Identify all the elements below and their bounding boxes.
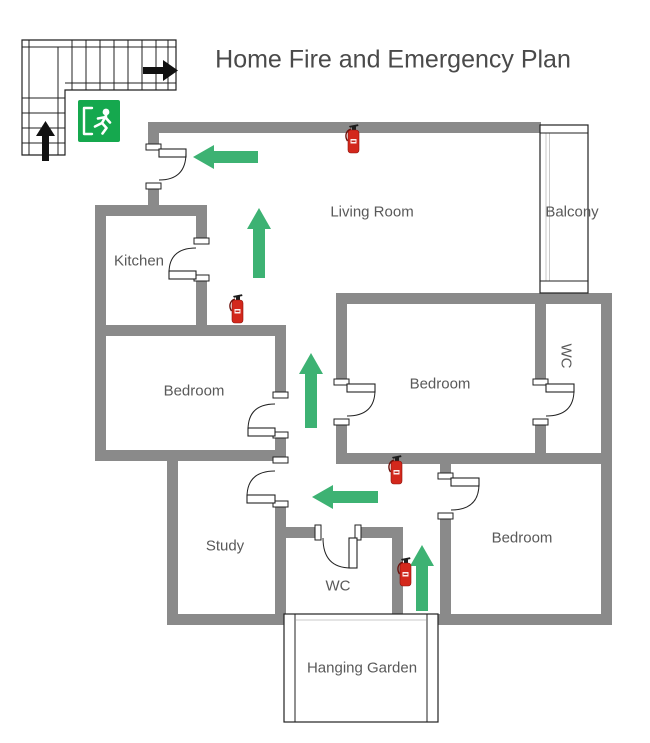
room-label-bedroom-middle: Bedroom bbox=[409, 375, 471, 393]
fire-extinguisher-icon-bedroom-wall bbox=[229, 294, 244, 324]
room-label-study: Study bbox=[205, 537, 245, 555]
room-label-kitchen: Kitchen bbox=[113, 252, 165, 270]
stairs-exit-right-arrow-icon bbox=[143, 60, 178, 81]
bedroom-right-door-icon bbox=[437, 472, 480, 520]
wc-lower-door-icon bbox=[314, 524, 362, 569]
staircase-icon bbox=[21, 39, 178, 161]
escape-route-arrow-left-entrance bbox=[193, 145, 258, 169]
escape-route-arrow-left-lower-hallway bbox=[312, 485, 378, 509]
study-door-icon bbox=[246, 456, 289, 508]
room-label-wc-upper: WC bbox=[557, 343, 575, 369]
fire-extinguisher-icon-wc bbox=[397, 557, 412, 587]
walls bbox=[95, 122, 612, 625]
kitchen-door-icon bbox=[168, 237, 210, 282]
room-label-wc-lower: WC bbox=[325, 577, 351, 595]
room-label-bedroom-right: Bedroom bbox=[491, 529, 553, 547]
hanging-garden-deck bbox=[283, 613, 439, 723]
fire-extinguisher-icon-hallway bbox=[388, 455, 403, 485]
escape-route-arrow-up-living-room bbox=[247, 208, 271, 278]
wc-upper-door-icon bbox=[532, 378, 575, 426]
escape-route-arrow-up-garden bbox=[410, 545, 434, 611]
room-label-bedroom-left: Bedroom bbox=[163, 382, 225, 400]
bedroom-left-door-icon bbox=[247, 391, 289, 439]
balcony-railing bbox=[539, 124, 589, 294]
stairs-up-arrow-icon bbox=[36, 121, 55, 161]
bedroom-middle-door-icon bbox=[333, 378, 376, 426]
room-label-living-room: Living Room bbox=[330, 203, 414, 221]
room-label-hanging-garden: Hanging Garden bbox=[306, 659, 418, 677]
fire-extinguisher-icon-living-room bbox=[345, 124, 360, 154]
entrance-door-icon bbox=[145, 143, 187, 190]
room-label-balcony: Balcony bbox=[545, 203, 599, 221]
page-title: Home Fire and Emergency Plan bbox=[215, 45, 571, 74]
exit-sign-icon bbox=[78, 100, 120, 142]
escape-route-arrow-up-hallway bbox=[299, 353, 323, 428]
